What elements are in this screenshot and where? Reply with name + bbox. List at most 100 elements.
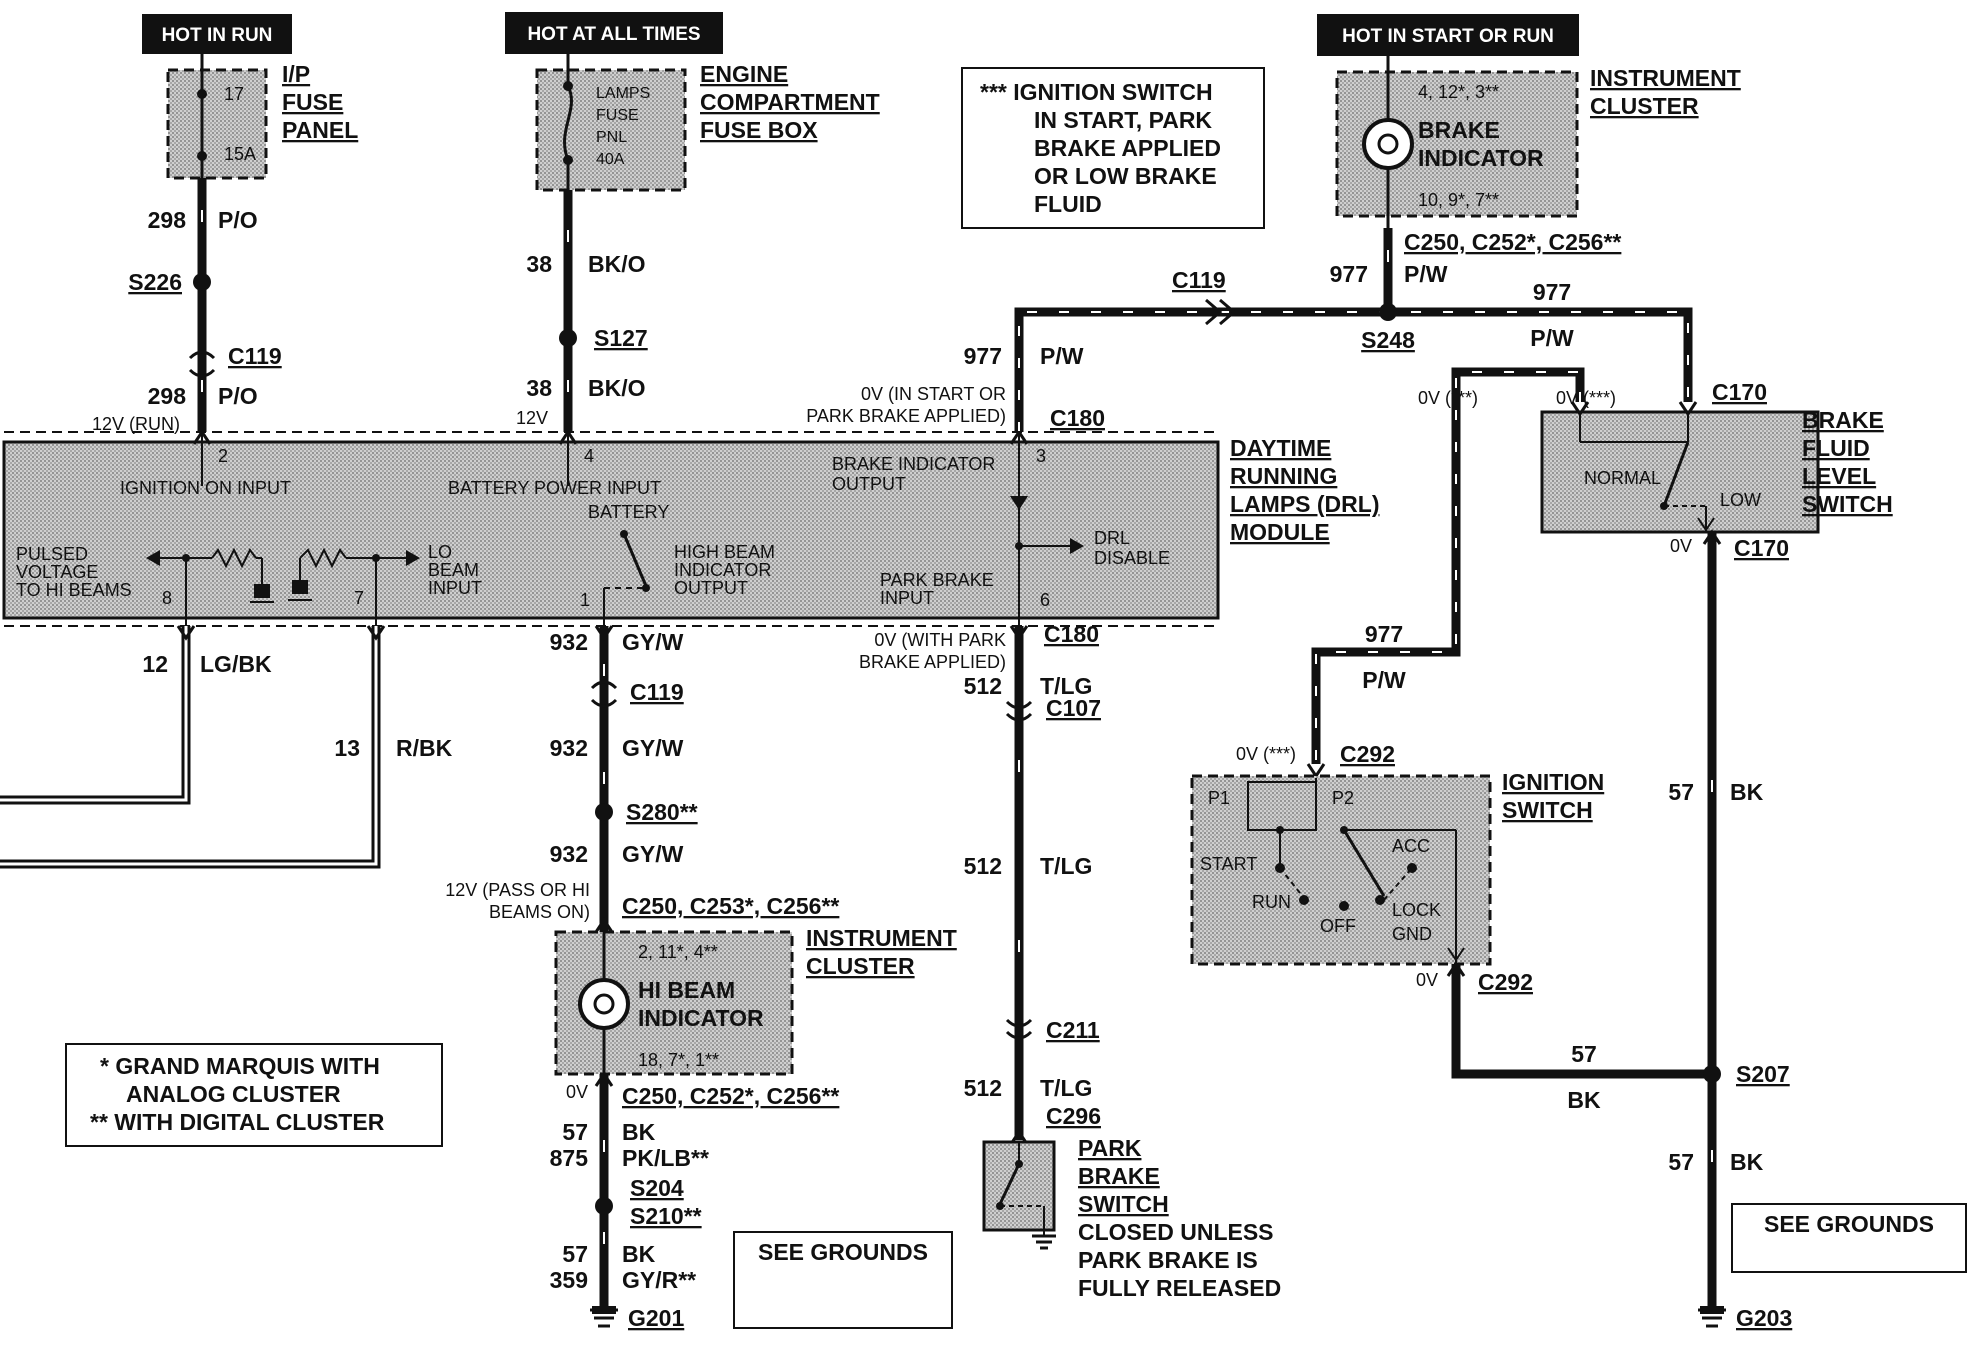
svg-text:DISABLE: DISABLE <box>1094 548 1170 568</box>
svg-text:INDICATOR: INDICATOR <box>638 1005 764 1031</box>
svg-text:0V (IN START OR: 0V (IN START OR <box>861 384 1006 404</box>
svg-text:BRAKE: BRAKE <box>1802 407 1884 433</box>
svg-text:12V (PASS OR HI: 12V (PASS OR HI <box>445 880 590 900</box>
svg-text:T/LG: T/LG <box>1040 853 1092 879</box>
svg-text:IGNITION: IGNITION <box>1502 769 1604 795</box>
svg-text:0V: 0V <box>1670 536 1692 556</box>
svg-text:INPUT: INPUT <box>428 578 482 598</box>
wire-57-g203: 0V C170 57 BK S207 57 BK G203 <box>1668 529 1792 1331</box>
svg-text:BK: BK <box>1730 779 1764 805</box>
svg-text:GND: GND <box>1392 924 1432 944</box>
svg-text:57: 57 <box>562 1119 588 1145</box>
park-brake-switch: PARK BRAKE SWITCH CLOSED UNLESS PARK BRA… <box>982 1135 1281 1301</box>
svg-text:FUSE: FUSE <box>282 89 343 115</box>
svg-text:FLUID: FLUID <box>1034 191 1102 217</box>
ground-icon <box>1698 1308 1726 1328</box>
header-hot-at-all-times: HOT AT ALL TIMES <box>505 12 723 54</box>
svg-text:BK: BK <box>1730 1149 1764 1175</box>
svg-text:512: 512 <box>964 1075 1002 1101</box>
svg-text:C170: C170 <box>1734 535 1789 561</box>
svg-text:38: 38 <box>526 251 552 277</box>
svg-text:CLUSTER: CLUSTER <box>806 953 915 979</box>
svg-text:G203: G203 <box>1736 1305 1792 1331</box>
svg-text:OR LOW BRAKE: OR LOW BRAKE <box>1034 163 1217 189</box>
wire-57-g201: 0V C250, C252*, C256** 57 BK 875 PK/LB**… <box>550 1071 839 1331</box>
splice-s204 <box>595 1197 613 1215</box>
engine-compartment-fuse-box: LAMPS FUSE PNL 40A ENGINE COMPARTMENT FU… <box>535 54 880 192</box>
svg-text:T/LG: T/LG <box>1040 673 1092 699</box>
svg-text:DRL: DRL <box>1094 528 1130 548</box>
svg-text:TO HI BEAMS: TO HI BEAMS <box>16 580 132 600</box>
svg-text:LEVEL: LEVEL <box>1802 463 1876 489</box>
brake-fluid-level-switch: NORMAL LOW BRAKE FLUID LEVEL SWITCH 0V (… <box>1418 379 1893 534</box>
svg-text:C180: C180 <box>1044 621 1099 647</box>
wire-512: 0V (WITH PARK BRAKE APPLIED) C180 512 T/… <box>859 621 1101 1145</box>
svg-text:C119: C119 <box>228 343 282 369</box>
svg-text:C211: C211 <box>1046 1017 1100 1043</box>
svg-text:R/BK: R/BK <box>396 735 453 761</box>
svg-text:932: 932 <box>550 841 588 867</box>
svg-text:BK: BK <box>622 1241 656 1267</box>
header-hot-in-start-or-run: HOT IN START OR RUN <box>1317 14 1579 56</box>
svg-text:SEE GROUNDS: SEE GROUNDS <box>758 1239 928 1265</box>
svg-text:PARK BRAKE APPLIED): PARK BRAKE APPLIED) <box>806 406 1006 426</box>
svg-text:*** IGNITION SWITCH: *** IGNITION SWITCH <box>980 79 1213 105</box>
svg-text:298: 298 <box>148 383 187 409</box>
splice-s226 <box>193 273 211 291</box>
svg-text:512: 512 <box>964 853 1002 879</box>
svg-text:12V: 12V <box>516 408 548 428</box>
instrument-cluster-brake: 4, 12*, 3** BRAKE INDICATOR 10, 9*, 7** … <box>1335 56 1741 228</box>
svg-text:359: 359 <box>550 1267 588 1293</box>
splice-s280 <box>595 803 613 821</box>
svg-text:BRAKE APPLIED): BRAKE APPLIED) <box>859 652 1006 672</box>
svg-text:RUN: RUN <box>1252 892 1291 912</box>
svg-text:15A: 15A <box>224 144 256 164</box>
svg-text:C292: C292 <box>1340 741 1395 767</box>
svg-text:OUTPUT: OUTPUT <box>832 474 906 494</box>
svg-text:RUNNING: RUNNING <box>1230 463 1337 489</box>
svg-text:932: 932 <box>550 735 588 761</box>
svg-text:BRAKE INDICATOR: BRAKE INDICATOR <box>832 454 995 474</box>
svg-text:FULLY RELEASED: FULLY RELEASED <box>1078 1275 1281 1301</box>
svg-text:C296: C296 <box>1046 1103 1101 1129</box>
svg-text:0V (***): 0V (***) <box>1236 744 1296 764</box>
svg-text:NORMAL: NORMAL <box>1584 468 1661 488</box>
svg-text:BK: BK <box>622 1119 656 1145</box>
svg-text:57: 57 <box>562 1241 588 1267</box>
svg-text:P2: P2 <box>1332 788 1354 808</box>
svg-text:SWITCH: SWITCH <box>1078 1191 1169 1217</box>
header-hot-in-run: HOT IN RUN <box>142 14 292 54</box>
svg-text:LOCK: LOCK <box>1392 900 1441 920</box>
svg-text:S248: S248 <box>1361 327 1415 353</box>
svg-text:BATTERY POWER INPUT: BATTERY POWER INPUT <box>448 478 661 498</box>
svg-text:IGNITION ON INPUT: IGNITION ON INPUT <box>120 478 291 498</box>
wire-13-rbk: 13 R/BK <box>0 625 453 869</box>
svg-text:S207: S207 <box>1736 1061 1790 1087</box>
svg-text:40A: 40A <box>596 151 625 168</box>
ignition-switch: P1 P2 START ACC RUN OFF LOCK GND IGNITIO… <box>1190 769 1604 966</box>
svg-text:HOT IN RUN: HOT IN RUN <box>162 25 273 46</box>
svg-text:ANALOG CLUSTER: ANALOG CLUSTER <box>126 1081 341 1107</box>
wire-38: 38 BK/O S127 38 BK/O 12V <box>516 190 648 432</box>
svg-text:INDICATOR: INDICATOR <box>1418 145 1544 171</box>
svg-text:C170: C170 <box>1712 379 1767 405</box>
svg-text:10, 9*, 7**: 10, 9*, 7** <box>1418 190 1499 210</box>
svg-text:18, 7*, 1**: 18, 7*, 1** <box>638 1050 719 1070</box>
ground-icon <box>1032 1234 1056 1250</box>
svg-text:P/W: P/W <box>1404 261 1448 287</box>
see-grounds-left: SEE GROUNDS <box>733 1231 953 1329</box>
svg-text:38: 38 <box>526 375 552 401</box>
svg-text:P/O: P/O <box>218 383 258 409</box>
svg-text:PNL: PNL <box>596 129 627 146</box>
svg-text:CLUSTER: CLUSTER <box>1590 93 1699 119</box>
svg-text:ACC: ACC <box>1392 836 1430 856</box>
wire-932: 932 GY/W C119 932 GY/W S280** 932 GY/W 1… <box>445 625 839 933</box>
svg-text:GY/W: GY/W <box>622 841 684 867</box>
svg-text:977: 977 <box>1330 261 1368 287</box>
svg-text:57: 57 <box>1571 1041 1597 1067</box>
svg-text:C292: C292 <box>1478 969 1533 995</box>
svg-text:GY/R**: GY/R** <box>622 1267 696 1293</box>
svg-text:BK/O: BK/O <box>588 251 646 277</box>
svg-text:PULSED: PULSED <box>16 544 88 564</box>
svg-text:PARK BRAKE: PARK BRAKE <box>880 570 994 590</box>
